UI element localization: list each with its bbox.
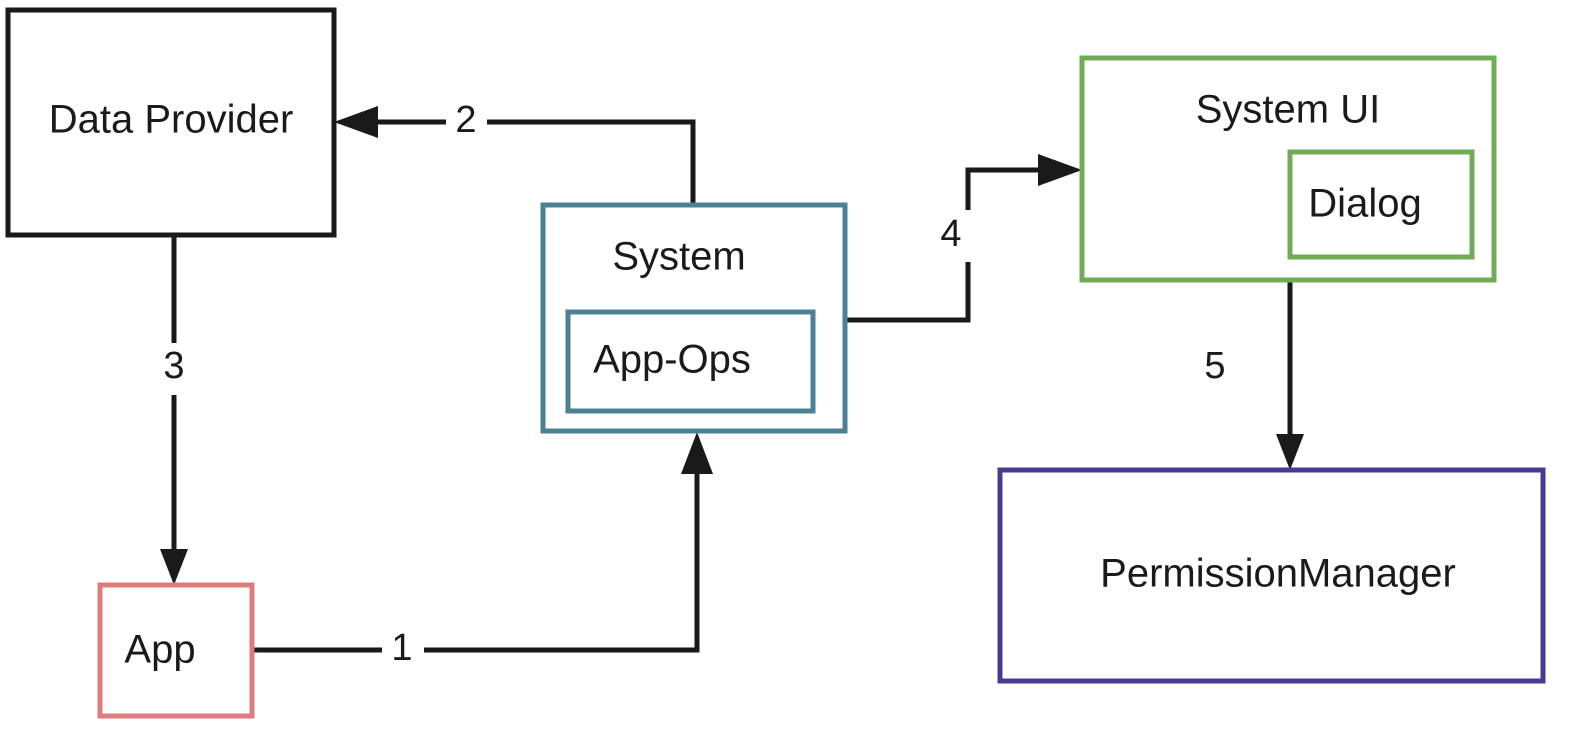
permission-manager-box[interactable]	[997, 467, 1546, 684]
edge-2-group: 2	[334, 99, 696, 207]
node-permission-manager[interactable]: PermissionManager	[997, 467, 1546, 684]
edge-1-group: 1	[252, 432, 713, 669]
data-provider-label: Data Provider	[49, 98, 294, 142]
permission-manager-label: PermissionManager	[1100, 552, 1456, 596]
node-data-provider[interactable]: Data Provider	[5, 7, 337, 238]
edge-2-arrowhead	[334, 106, 378, 138]
edge-5-group: 5	[1204, 280, 1304, 470]
dialog-box[interactable]	[1287, 149, 1475, 260]
edge-4-arrowhead	[1038, 154, 1082, 186]
dialog-label: Dialog	[1308, 182, 1421, 226]
system-ui-label: System UI	[1196, 88, 1380, 132]
app-ops-box[interactable]	[565, 309, 816, 414]
edge-3-arrowhead	[160, 549, 188, 585]
edge-3-label: 3	[163, 345, 184, 387]
edge-2-line	[376, 119, 696, 207]
edge-4-line	[845, 167, 1040, 323]
edge-4-group: 4	[845, 154, 1082, 323]
edge-3-group: 3	[160, 235, 188, 585]
edge-1-arrowhead	[681, 432, 713, 474]
data-provider-box[interactable]	[5, 7, 337, 238]
app-label: App	[124, 628, 195, 672]
edge-1-line	[252, 472, 700, 653]
edge-2-label: 2	[455, 99, 476, 141]
edge-1-label: 1	[391, 627, 412, 669]
edge-5-arrowhead	[1276, 434, 1304, 470]
node-app[interactable]: App	[97, 582, 255, 719]
node-app-ops[interactable]: App-Ops	[565, 309, 816, 414]
edge-5-label: 5	[1204, 345, 1225, 387]
app-box[interactable]	[97, 582, 255, 719]
node-dialog[interactable]: Dialog	[1287, 149, 1475, 260]
edge-4-label: 4	[940, 213, 961, 255]
app-ops-label: App-Ops	[593, 338, 751, 382]
system-label: System	[612, 235, 745, 279]
